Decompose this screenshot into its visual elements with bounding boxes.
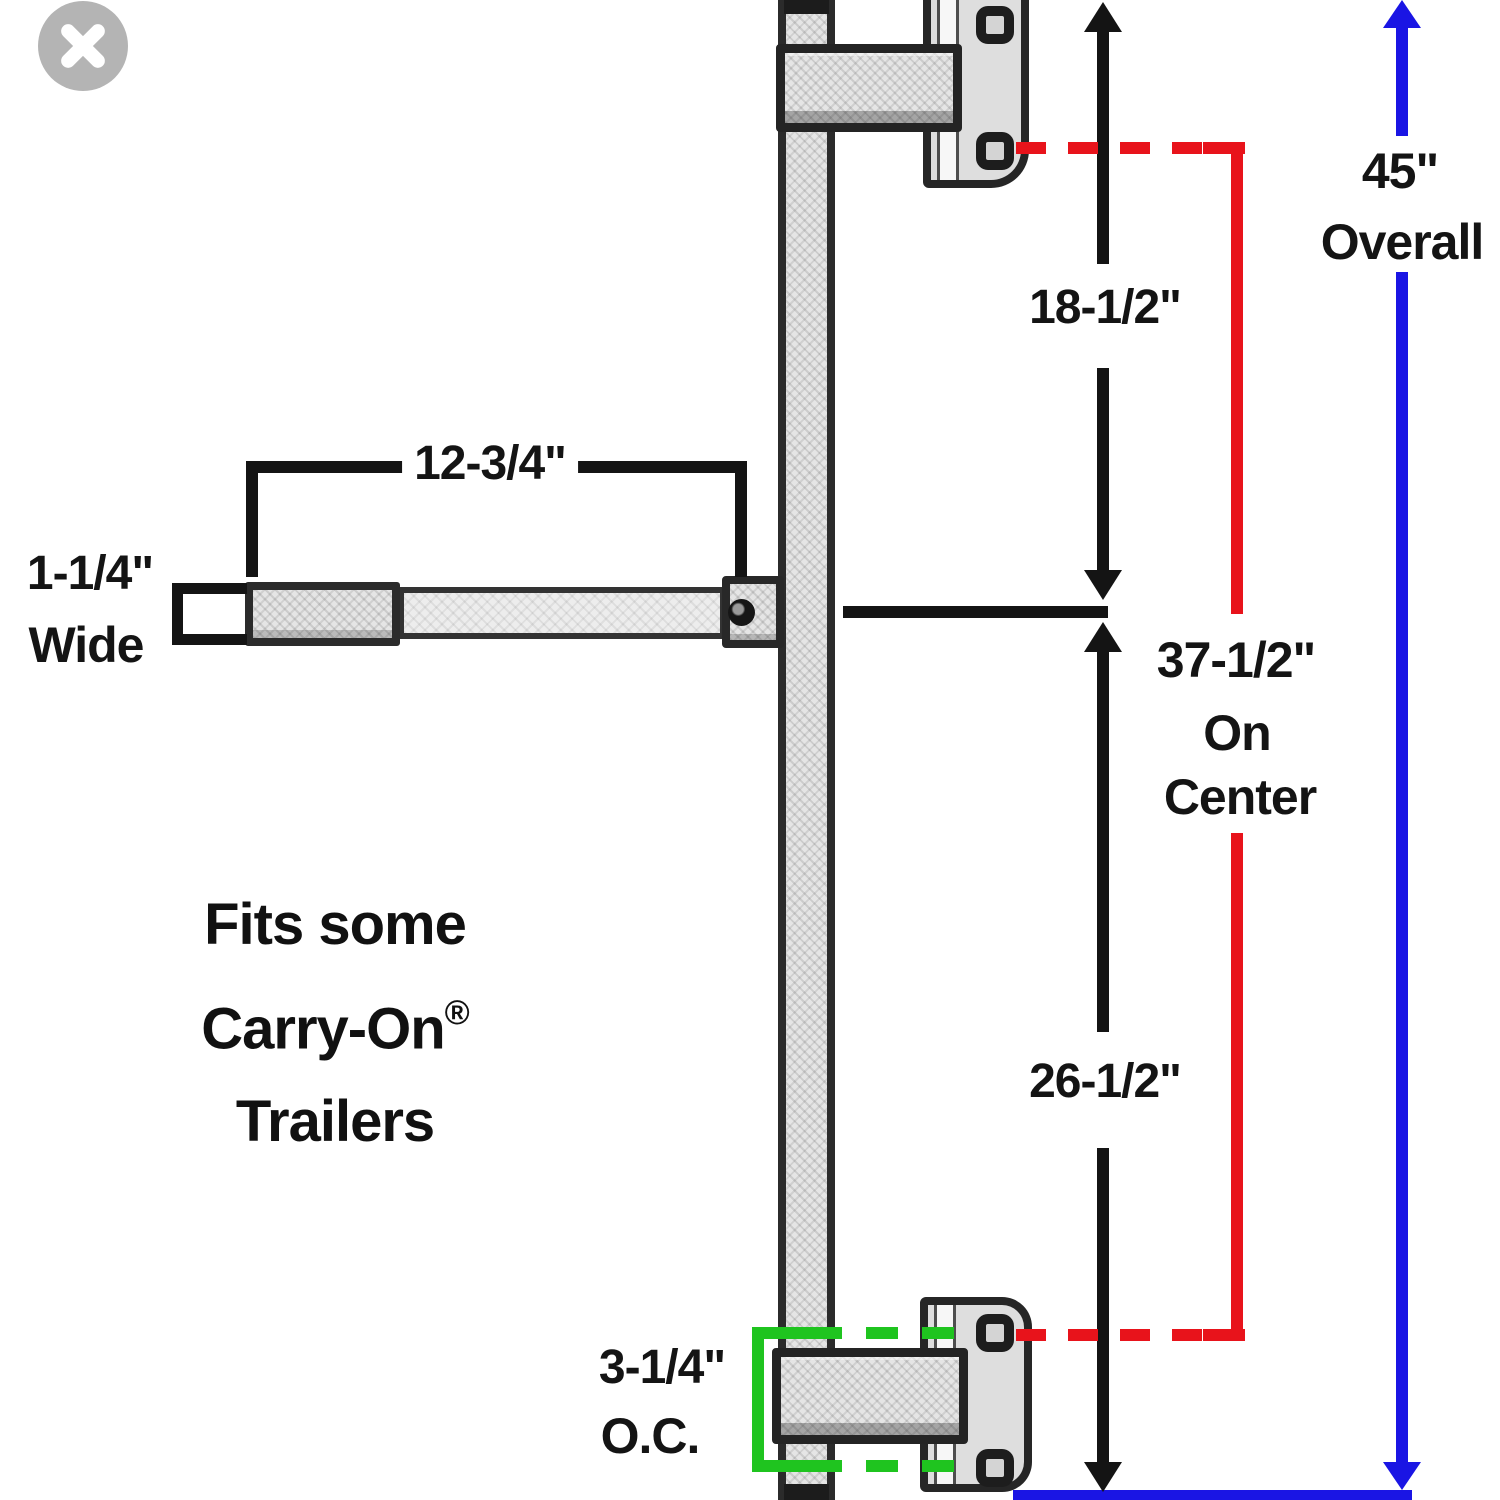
latch-bar-bottom-cap <box>784 1484 829 1500</box>
top-keeper-bracket <box>776 44 962 132</box>
dim-oncenter-line-upper <box>1231 142 1243 614</box>
dim-overall-arrow-up <box>1383 0 1421 28</box>
dim-oncenter-stub-bottom <box>1203 1329 1245 1341</box>
bottom-hinge-bolt-upper <box>976 1314 1014 1352</box>
dim-hinge-oc-label-2: O.C. <box>600 1408 701 1464</box>
handle-width-bracket-bottom <box>172 634 247 645</box>
dim-hinge-oc-dash-bottom <box>810 1460 978 1472</box>
top-hinge-bolt-upper <box>976 6 1014 44</box>
dim-hinge-oc-stub-top <box>752 1327 810 1339</box>
caption-line-2: Carry-On® <box>201 994 470 1062</box>
dim-26-label: 26-1/2" <box>1029 1055 1182 1108</box>
bottom-hinge-bolt-lower <box>976 1449 1014 1487</box>
dim-overall-baseline <box>1013 1490 1412 1500</box>
dim-oncenter-label-1: 37-1/2" <box>1156 632 1316 688</box>
handle-socket-bolt <box>728 599 755 626</box>
dim-oncenter-dash-bottom <box>1016 1329 1206 1341</box>
latch-bar-top-cap <box>784 0 829 14</box>
caption-line-1: Fits some <box>204 892 467 957</box>
handle-grip <box>245 582 400 646</box>
dim-18-arrow-down <box>1084 570 1122 600</box>
bottom-keeper-bracket <box>772 1348 968 1444</box>
dim-oncenter-label-3: Center <box>1163 769 1317 825</box>
handle-width-label-1: 1-1/4" <box>26 547 154 600</box>
close-button[interactable] <box>38 1 128 91</box>
handle-shaft <box>398 587 726 639</box>
dim-oncenter-label-2: On <box>1203 705 1271 761</box>
dim-oncenter-line-lower <box>1231 833 1243 1341</box>
dim-26-arrow-down <box>1084 1462 1122 1492</box>
handle-width-label-2: Wide <box>28 617 145 673</box>
handle-length-bracket-left <box>246 461 258 577</box>
dim-26-arrow-up <box>1084 622 1122 652</box>
dim-18-line-lower <box>1097 368 1109 570</box>
handle-width-bracket-left <box>172 583 183 645</box>
handle-length-label: 12-3/4" <box>402 438 578 490</box>
dim-overall-line-lower <box>1396 272 1408 1462</box>
dim-hinge-oc-stub-bottom <box>752 1460 810 1472</box>
handle-length-bracket-right <box>735 461 747 577</box>
dim-oncenter-dash-top <box>1016 142 1206 154</box>
dim-26-line-lower <box>1097 1148 1109 1462</box>
registered-mark: ® <box>444 994 470 1032</box>
dim-hinge-oc-label-1: 3-1/4" <box>598 1341 726 1394</box>
dim-overall-arrow-down <box>1383 1462 1421 1490</box>
handle-center-pointer-line <box>843 606 1108 618</box>
dim-overall-line-upper <box>1396 24 1408 136</box>
caption-line-3: Trailers <box>235 1089 435 1155</box>
dim-hinge-oc-dash-top <box>810 1327 978 1339</box>
top-hinge-bolt-lower <box>976 132 1014 170</box>
handle-width-bracket-top <box>172 583 247 594</box>
dim-overall-label-2: Overall <box>1320 214 1485 270</box>
latch-bar <box>778 0 835 1500</box>
caption-text: Fits some Carry-On® Trailers <box>95 878 575 1168</box>
dim-hinge-oc-bracket <box>752 1327 764 1472</box>
dim-overall-label-1: 45" <box>1361 143 1439 199</box>
dim-26-line-upper <box>1097 650 1109 1032</box>
dim-18-arrow-up <box>1084 2 1122 32</box>
dim-18-label: 18-1/2" <box>1029 281 1182 334</box>
